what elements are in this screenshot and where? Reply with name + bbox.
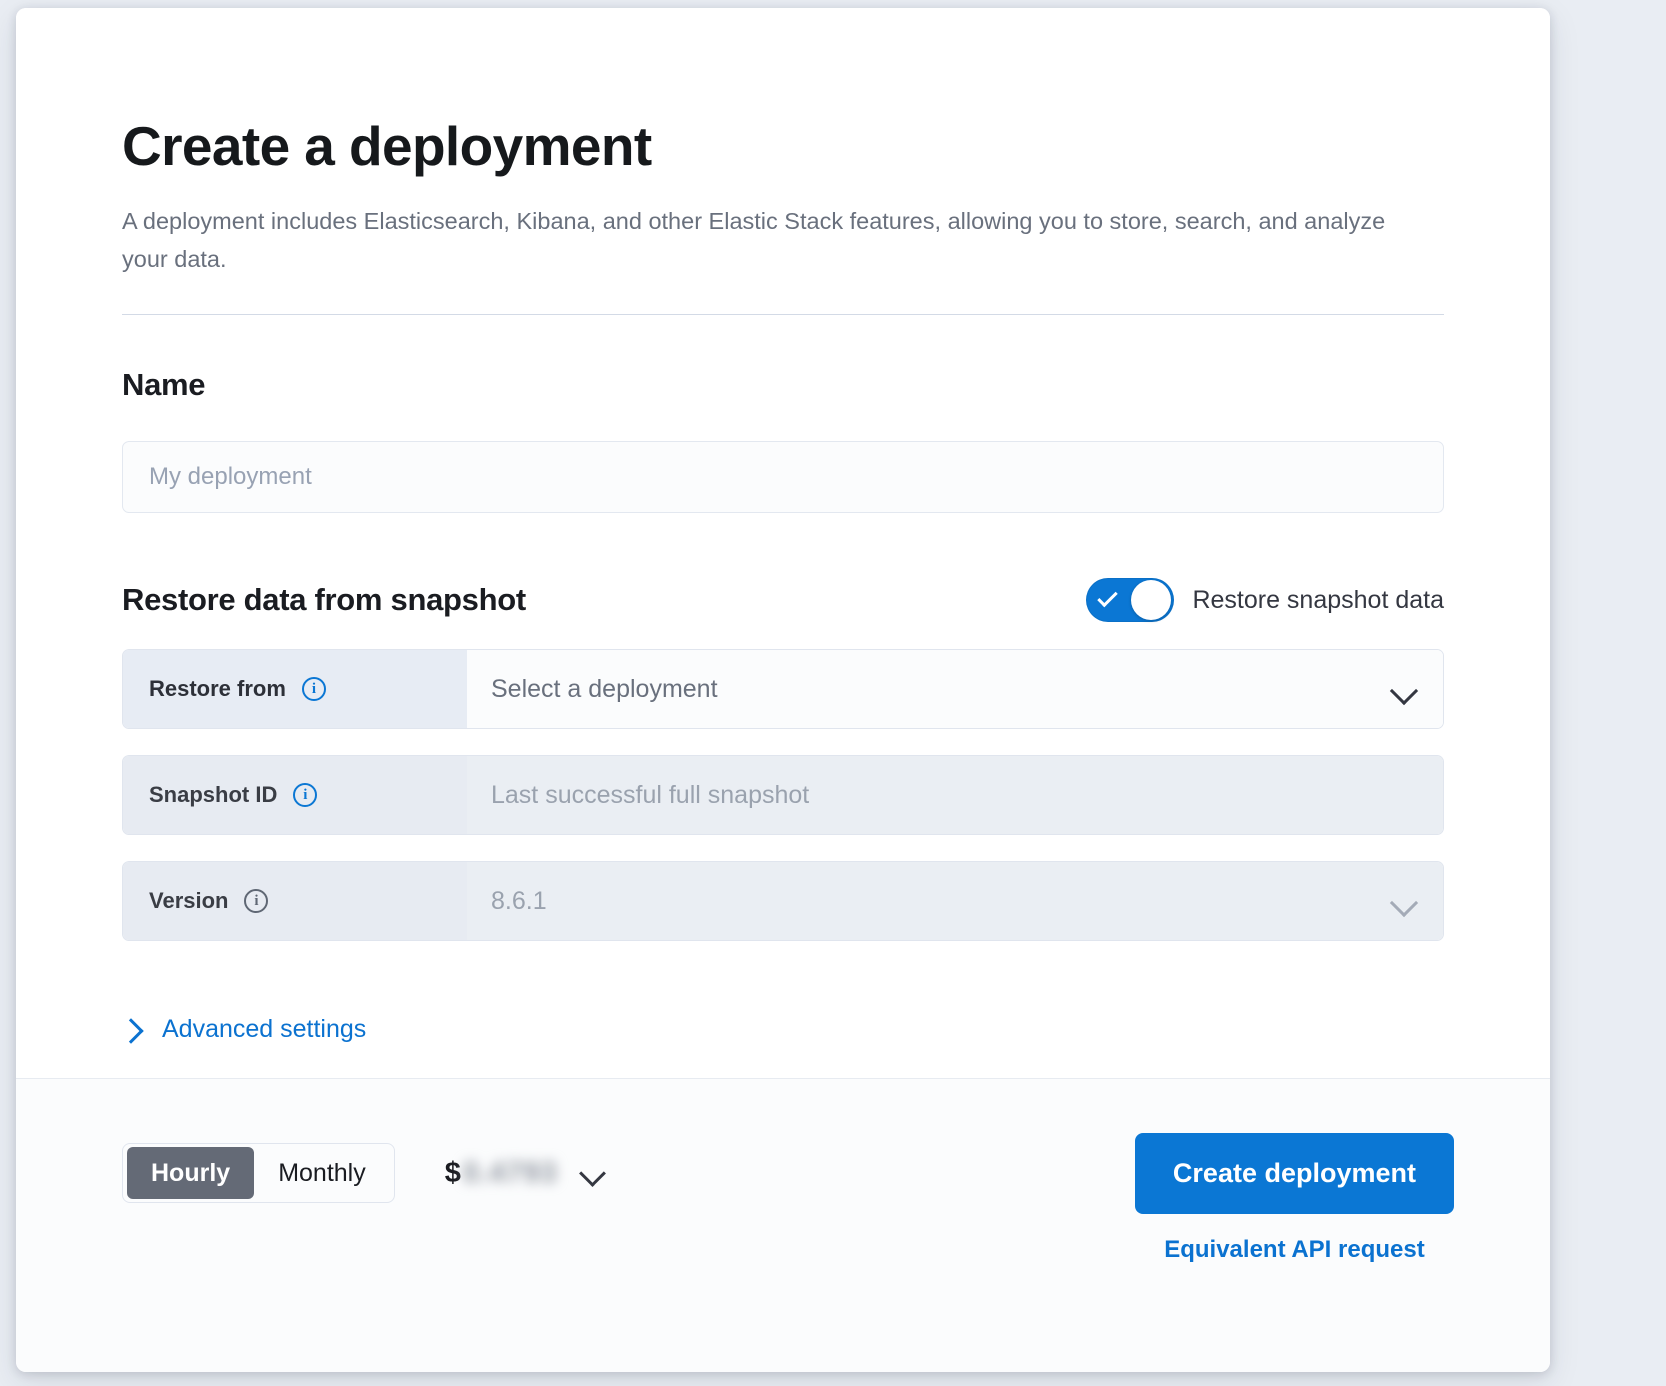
version-label-cell: Version i (123, 862, 467, 940)
footer-right: Create deployment Equivalent API request (1134, 1133, 1454, 1264)
restore-from-label-cell: Restore from i (123, 650, 467, 728)
billing-option-monthly[interactable]: Monthly (278, 1158, 366, 1187)
restore-from-select[interactable]: Select a deployment (467, 650, 1443, 728)
version-value: 8.6.1 (491, 886, 547, 915)
version-row: Version i 8.6.1 (122, 861, 1444, 941)
name-heading: Name (122, 367, 206, 402)
snapshot-id-label: Snapshot ID (149, 782, 278, 807)
price-display[interactable]: $ 0.4793 (445, 1157, 604, 1190)
page-subtitle: A deployment includes Elasticsearch, Kib… (122, 208, 1386, 272)
name-section: Name My deployment (122, 367, 1444, 513)
billing-option-hourly[interactable]: Hourly (127, 1147, 255, 1199)
version-label: Version (149, 888, 229, 913)
info-icon[interactable]: i (301, 677, 326, 701)
chevron-right-icon (122, 1021, 140, 1039)
info-icon[interactable]: i (244, 889, 269, 913)
version-select: 8.6.1 (467, 862, 1443, 940)
restore-from-label: Restore from (149, 676, 286, 701)
snapshot-id-input: Last successful full snapshot (467, 756, 1443, 834)
billing-period-segmented-control[interactable]: Hourly Monthly (122, 1143, 395, 1203)
snapshot-id-label-cell: Snapshot ID i (123, 756, 467, 834)
restore-snapshot-toggle[interactable] (1086, 578, 1175, 622)
footer-content: Hourly Monthly $ 0.4793 Create deploymen… (122, 1133, 1454, 1264)
footer-bar: Hourly Monthly $ 0.4793 Create deploymen… (16, 1078, 1550, 1372)
restore-toggle-group[interactable]: Restore snapshot data (1086, 578, 1444, 622)
advanced-settings-toggle[interactable]: Advanced settings (122, 1015, 366, 1044)
price-value: 0.4793 (462, 1156, 558, 1189)
page-title: Create a deployment (122, 115, 652, 177)
deployment-name-input[interactable]: My deployment (122, 441, 1444, 513)
info-icon[interactable]: i (293, 783, 318, 807)
restore-from-row[interactable]: Restore from i Select a deployment (122, 649, 1444, 729)
price-amount: $ 0.4793 (445, 1157, 558, 1190)
price-currency: $ (444, 1156, 461, 1189)
restore-heading: Restore data from snapshot (122, 582, 526, 617)
chevron-down-icon[interactable] (580, 1161, 604, 1185)
deployment-name-placeholder: My deployment (149, 463, 312, 490)
chevron-down-icon (1391, 888, 1417, 914)
form-content: Create a deployment A deployment include… (122, 8, 1444, 1044)
snapshot-id-row: Snapshot ID i Last successful full snaps… (122, 755, 1444, 835)
check-icon (1097, 586, 1119, 608)
form-body: Create a deployment A deployment include… (16, 8, 1550, 1078)
advanced-settings-label: Advanced settings (162, 1015, 367, 1043)
snapshot-id-value: Last successful full snapshot (491, 780, 810, 809)
restore-section-header: Restore data from snapshot Restore snaps… (122, 577, 1444, 623)
chevron-down-icon[interactable] (1391, 676, 1417, 702)
restore-from-value: Select a deployment (491, 674, 718, 703)
restore-toggle-label: Restore snapshot data (1192, 585, 1444, 614)
header-divider (122, 314, 1444, 315)
footer-left: Hourly Monthly $ 0.4793 (122, 1143, 604, 1203)
equivalent-api-request-link[interactable]: Equivalent API request (1164, 1236, 1425, 1263)
create-deployment-button[interactable]: Create deployment (1134, 1133, 1454, 1214)
toggle-knob (1131, 580, 1172, 620)
create-deployment-page: Create a deployment A deployment include… (16, 8, 1550, 1372)
